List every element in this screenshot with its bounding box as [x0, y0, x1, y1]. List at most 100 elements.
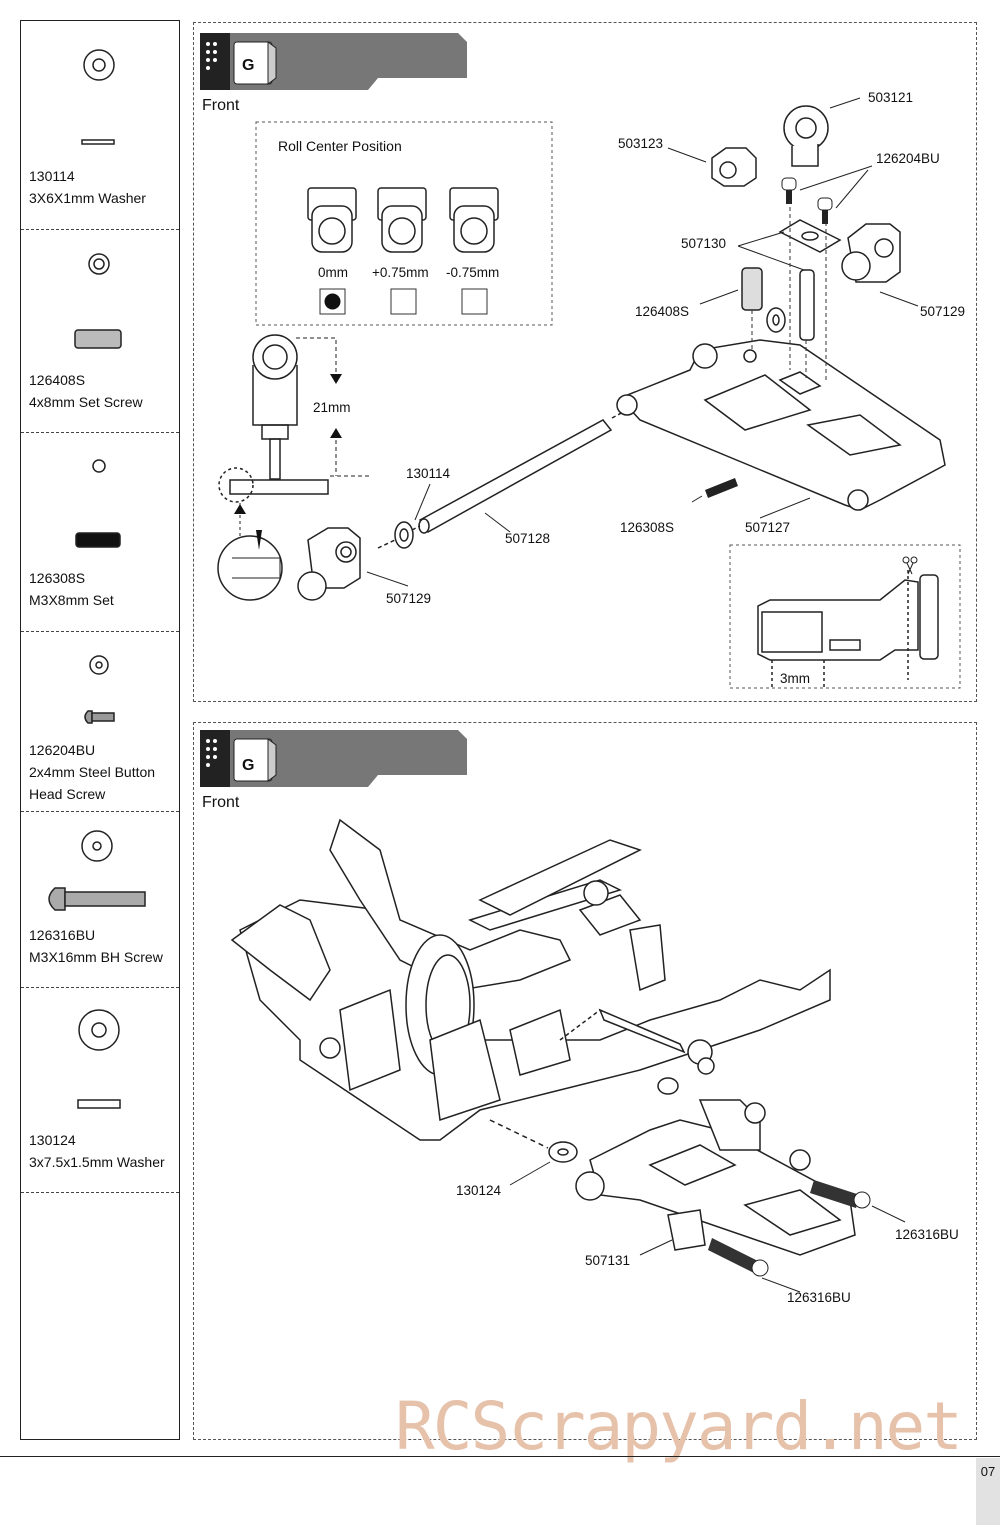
bh-screw-shaft-icon	[64, 891, 146, 907]
washer-icon	[83, 49, 115, 81]
parts-sidebar: 130114 3X6X1mm Washer 126408S 4x8mm Set …	[20, 20, 180, 1440]
checkbox-0mm	[319, 288, 346, 315]
divider	[21, 987, 179, 988]
callout-130114: 130114	[406, 466, 451, 481]
divider	[21, 631, 179, 632]
divider	[21, 811, 179, 812]
dimension-label: 21mm	[313, 400, 351, 415]
step-panel-2	[193, 722, 977, 1440]
option-label: 0mm	[318, 265, 348, 280]
page-number: 07	[976, 1458, 1000, 1525]
part-name: 3x7.5x1.5mm Washer	[29, 1154, 165, 1170]
leader	[414, 483, 431, 521]
front-label: Front	[202, 794, 240, 811]
part-code: 130114	[29, 168, 75, 184]
washer-side-icon	[81, 139, 115, 145]
scissors-icon	[902, 556, 918, 575]
trim-detail-arm	[757, 570, 939, 690]
set-screw-hex-icon	[93, 258, 105, 270]
assembly-guides	[751, 200, 827, 380]
roll-center-box	[255, 121, 553, 326]
set-screw-126308s	[691, 478, 738, 503]
divider	[21, 229, 179, 230]
part-name: M3X8mm Set	[29, 592, 114, 608]
callout-126308s: 126308S	[620, 520, 675, 535]
hub-block-507129-rear	[841, 223, 919, 307]
part-name: 3X6X1mm Washer	[29, 190, 146, 206]
rod-end-503121	[783, 97, 861, 167]
set-screw-icon	[74, 329, 122, 349]
callout-507128: 507128	[505, 531, 551, 546]
leader	[484, 512, 511, 533]
callout-503123: 503123	[618, 136, 664, 151]
washer-130124	[489, 1077, 679, 1186]
selected-dot-icon	[324, 293, 341, 310]
plate-507130	[737, 219, 842, 271]
callout-126408s: 126408S	[635, 304, 690, 319]
callout-130124: 130124	[456, 1183, 502, 1198]
roll-center-title: Roll Center Position	[278, 138, 402, 154]
part-code: 126408S	[29, 372, 86, 388]
bag-letter: G	[242, 757, 255, 774]
large-washer-icon	[78, 1009, 120, 1051]
callout-507131: 507131	[585, 1253, 631, 1268]
warning-exclamation-icon	[256, 530, 262, 550]
cut-dimension-label: 3mm	[780, 671, 810, 686]
part-code: 126308S	[29, 570, 86, 586]
lower-arm-507127	[616, 339, 946, 511]
part-name: 2x4mm Steel Button Head Screw	[29, 764, 156, 802]
set-screw-end-icon	[88, 253, 110, 275]
callout-507130: 507130	[681, 236, 727, 251]
front-label: Front	[202, 97, 240, 114]
part-code: 130124	[29, 1132, 76, 1148]
callout-507127: 507127	[745, 520, 791, 535]
part-code: 126204BU	[29, 742, 96, 758]
roll-center-checkboxes	[319, 288, 488, 315]
watermark: RCScrapyard.net	[395, 1388, 963, 1465]
hub-block-507129-front	[297, 527, 361, 601]
option-label: -0.75mm	[446, 265, 500, 280]
button-screw-shaft-icon	[91, 712, 115, 722]
small-set-screw-icon	[75, 532, 121, 548]
rod-end-cap-503123	[667, 147, 757, 187]
divider	[21, 1192, 179, 1193]
trim-detail-box	[729, 544, 961, 689]
part-name: 4x8mm Set Screw	[29, 394, 143, 410]
large-washer-side-icon	[77, 1099, 121, 1109]
option-label: +0.75mm	[372, 265, 429, 280]
leader	[691, 495, 703, 503]
bh-screw-head-icon	[81, 830, 113, 862]
arrow-up-icon	[330, 428, 342, 438]
roll-center-blocks	[307, 187, 499, 253]
chassis-assembly	[230, 818, 831, 1141]
tie-rod	[559, 1008, 715, 1075]
checkbox-plus	[390, 288, 417, 315]
callout-126204bu: 126204BU	[876, 151, 940, 166]
divider	[21, 432, 179, 433]
step-panel-1	[193, 22, 977, 702]
leader	[759, 497, 811, 519]
callout-126316bu: 126316BU	[787, 1290, 851, 1305]
rod-end-assembly	[218, 334, 329, 503]
step-header-2	[200, 730, 467, 787]
lower-arm-step2	[575, 1099, 856, 1256]
callout-503121: 503121	[868, 90, 914, 105]
callout-507129: 507129	[920, 304, 966, 319]
part-code: 126316BU	[29, 927, 96, 943]
zoom-detail	[217, 503, 283, 601]
footer-rule	[0, 1456, 1000, 1457]
screws-126316bu	[639, 1180, 906, 1293]
part-name: M3X16mm BH Screw	[29, 949, 163, 965]
arrow-down-icon	[330, 374, 342, 384]
bh-screw-icon	[48, 887, 66, 911]
button-screw-hex-icon	[95, 661, 103, 669]
bh-screw-hex-icon	[92, 841, 102, 851]
checkbox-minus	[461, 288, 488, 315]
small-set-screw-end-icon	[92, 459, 106, 473]
dimension-lines	[296, 337, 370, 477]
bag-letter: G	[242, 57, 255, 74]
pin-and-washer	[377, 410, 626, 549]
